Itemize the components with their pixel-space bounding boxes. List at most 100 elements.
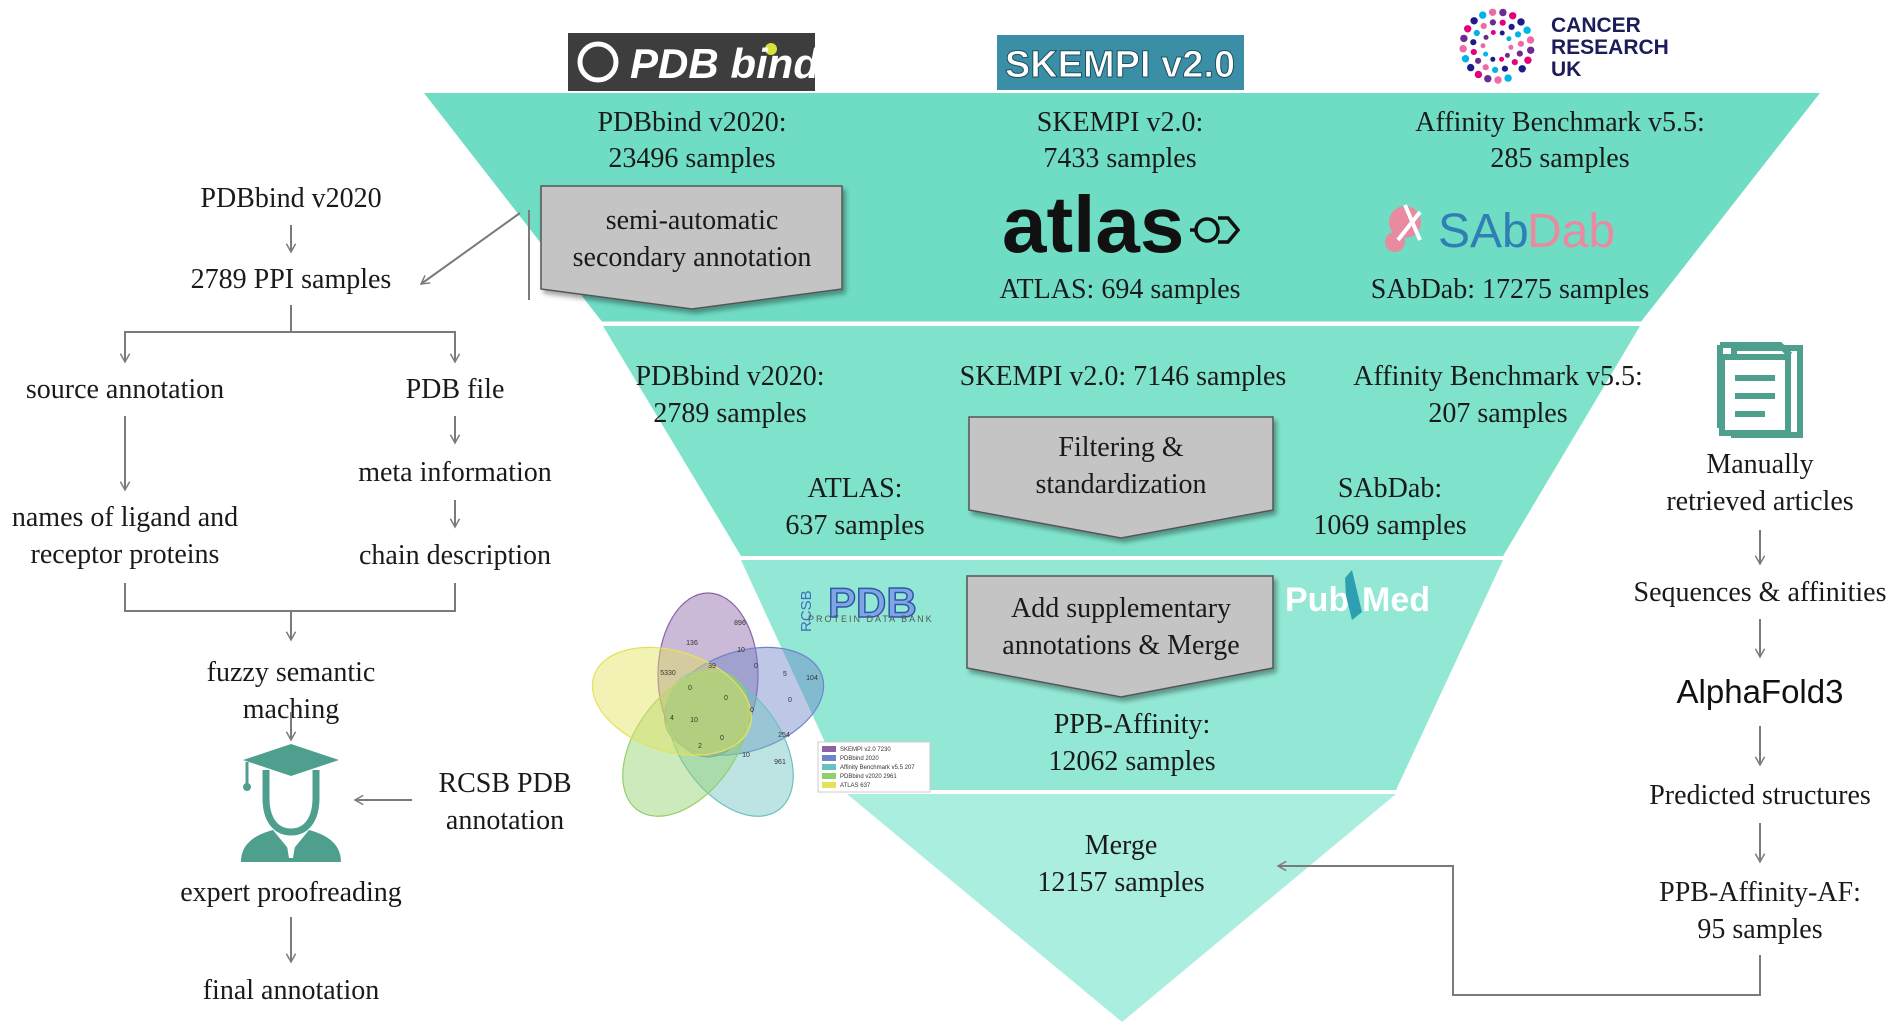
venn-count: 0 (724, 695, 728, 702)
cruk-dot (1467, 63, 1475, 72)
rcsb-vertical-text: RCSB (798, 590, 815, 632)
cruk-dot (1506, 36, 1512, 42)
top-skempi-line-2: 7433 samples (1043, 143, 1196, 174)
venn-count: 896 (734, 620, 746, 627)
venn-legend-swatch (822, 764, 836, 770)
venn-legend-swatch (822, 773, 836, 779)
left-rcsb-line-1: RCSB PDB (438, 768, 571, 799)
cruk-dot (1499, 30, 1505, 36)
merge-box: Add supplementary annotations & Merge (966, 575, 1274, 698)
cruk-dot (1516, 50, 1523, 57)
semi-box-line-1: semi-automatic (606, 205, 779, 236)
mid-sabdab-line-1: SAbDab: (1338, 473, 1442, 504)
venn-set-ellipse (666, 670, 794, 817)
merge-box-line-2: annotations & Merge (1002, 630, 1239, 661)
sabdab-logo: SAb Dab (1385, 204, 1615, 258)
cruk-dot (1489, 19, 1496, 26)
cruk-dot (1490, 56, 1496, 62)
cruk-dot (1527, 46, 1535, 54)
top-sabdab-count: SAbDab: 17275 samples (1371, 274, 1649, 305)
ppb-affinity-line-1: PPB-Affinity: (1054, 709, 1211, 740)
filter-box-line-1: Filtering & (1058, 432, 1183, 463)
mid-skempi-count: SKEMPI v2.0: 7146 samples (960, 361, 1287, 392)
left-meta-information: meta information (358, 457, 552, 488)
cancer-research-uk-logo: CANCER RESEARCH UK (1459, 8, 1669, 84)
venn-set-ellipse (657, 592, 759, 758)
cruk-dot (1470, 17, 1478, 25)
top-skempi-line-1: SKEMPI v2.0: (1037, 107, 1203, 138)
venn-count: 4 (670, 715, 674, 722)
venn-set-ellipse (663, 646, 825, 756)
mid-pdbbind-line-2: 2789 samples (653, 398, 806, 429)
cruk-dot (1479, 11, 1487, 19)
venn-count: 39 (708, 663, 716, 670)
venn-legend-box (817, 741, 931, 793)
cruk-dot (1470, 48, 1477, 56)
cruk-dot (1474, 70, 1483, 79)
left-names-line-2: receptor proteins (31, 539, 220, 570)
venn-legend-swatch (822, 755, 836, 761)
cruk-dot (1499, 56, 1505, 62)
filtering-box: Filtering & standardization (968, 416, 1274, 539)
cruk-dot (1470, 39, 1477, 46)
ppb-affinity-line-2: 12062 samples (1048, 746, 1215, 777)
right-manual-line-1: Manually (1706, 449, 1813, 480)
cruk-dot (1488, 8, 1497, 16)
cruk-dot (1517, 18, 1525, 26)
cruk-dot (1461, 55, 1470, 63)
venn-count: 0 (688, 685, 692, 692)
venn-legend-swatch (822, 746, 836, 752)
top-atlas-count: ATLAS: 694 samples (999, 274, 1240, 305)
semi-automatic-box: semi-automatic secondary annotation (540, 185, 843, 310)
pubmed-med-text: Med (1362, 581, 1430, 619)
merge-box-line-1: Add supplementary (1011, 593, 1231, 624)
left-names-line-1: names of ligand and (12, 502, 238, 533)
cancer-line-2: RESEARCH (1551, 36, 1669, 59)
mid-affinity-line-2: 207 samples (1428, 398, 1567, 429)
venn-set-ellipse (622, 670, 750, 817)
sabdab-dab-text: Dab (1527, 205, 1615, 258)
cruk-dot (1511, 59, 1518, 66)
pdbbind-dot-icon (765, 43, 777, 55)
left-rcsb-line-2: annotation (446, 805, 564, 836)
mid-atlas-line-2: 637 samples (785, 510, 924, 541)
arrow-annotation-to-ppi (419, 212, 521, 285)
venn-count: 961 (774, 759, 786, 766)
venn-count: 10 (737, 647, 745, 654)
rcsb-subtitle: PROTEIN DATA BANK (808, 614, 934, 624)
venn-count: 10 (690, 717, 698, 724)
top-pdbbind-line-2: 23496 samples (608, 143, 775, 174)
left-expert-proofreading: expert proofreading (180, 877, 402, 908)
rcsb-pdb-logo: RCSB PDB PROTEIN DATA BANK (798, 578, 934, 632)
skempi-logo: SKEMPI v2.0 (997, 35, 1244, 90)
venn-count: 2 (698, 743, 702, 750)
cruk-dot (1482, 64, 1489, 71)
cruk-dot (1526, 36, 1535, 44)
filter-box-line-2: standardization (1035, 469, 1206, 500)
mid-atlas-line-1: ATLAS: (808, 473, 903, 504)
cruk-dot (1494, 76, 1502, 84)
pubmed-pub-text: Pub (1285, 581, 1349, 619)
tier-4-band (847, 794, 1396, 1022)
cruk-dot (1492, 66, 1499, 73)
venn-count: 5 (783, 671, 787, 678)
atlas-logo-text: atlas (1002, 180, 1184, 269)
venn-set-ellipse (591, 646, 753, 756)
venn-count: 254 (778, 732, 790, 739)
cruk-dot (1490, 30, 1496, 35)
left-final-annotation: final annotation (203, 975, 380, 1006)
cruk-dot (1480, 43, 1486, 49)
cruk-dot (1459, 45, 1467, 53)
venn-legend-label: SKEMPI v2.0 7230 (840, 747, 891, 753)
right-predicted: Predicted structures (1649, 780, 1871, 811)
pubmed-mark-icon (1345, 570, 1362, 620)
cruk-dot (1523, 26, 1531, 34)
graduate-person-icon (241, 744, 341, 862)
right-sequences: Sequences & affinities (1634, 577, 1887, 608)
cruk-dot (1501, 65, 1508, 72)
venn-count: 104 (806, 675, 818, 682)
skempi-logo-text: SKEMPI v2.0 (1005, 44, 1235, 86)
left-source-annotation: source annotation (26, 374, 224, 405)
top-affinity-line-2: 285 samples (1490, 143, 1629, 174)
